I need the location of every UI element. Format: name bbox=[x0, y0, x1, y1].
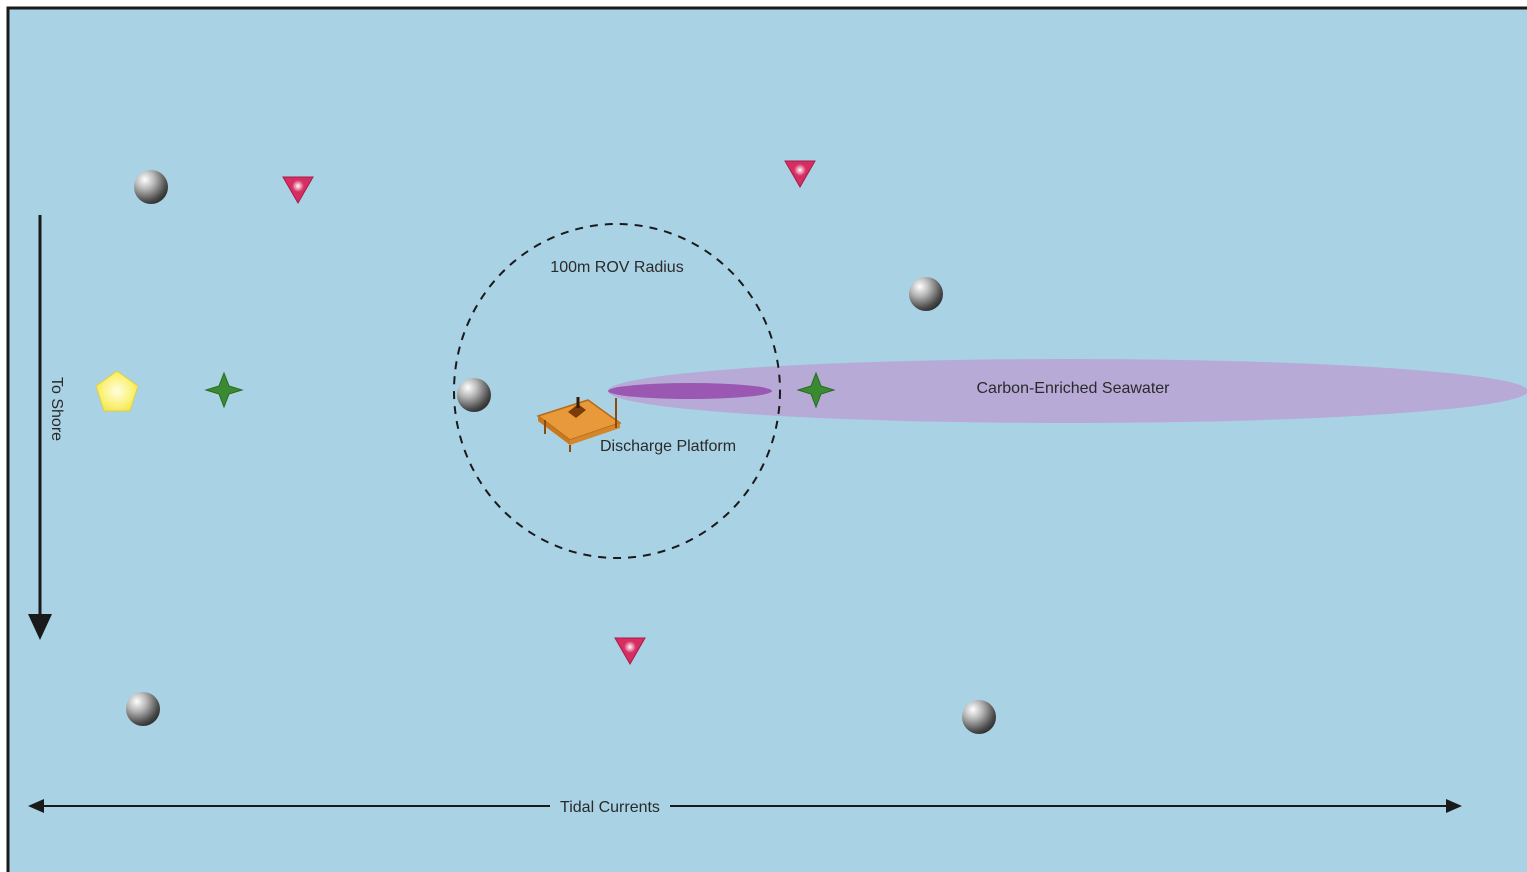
tidal-right-arrowhead bbox=[1446, 799, 1462, 813]
sphere-marker-icon bbox=[909, 277, 943, 311]
tidal-currents-label: Tidal Currents bbox=[560, 799, 660, 816]
to-shore-arrowhead bbox=[28, 614, 52, 640]
sphere-marker-icon bbox=[457, 378, 491, 412]
sphere-markers bbox=[126, 170, 996, 734]
four-point-star-marker-icon bbox=[204, 371, 244, 409]
discharge-platform-label: Discharge Platform bbox=[600, 438, 736, 455]
sphere-marker-icon bbox=[134, 170, 168, 204]
plume-core bbox=[608, 383, 772, 399]
plume-label: Carbon-Enriched Seawater bbox=[977, 380, 1171, 397]
tidal-label-gap bbox=[553, 796, 667, 816]
sea-background bbox=[8, 8, 1527, 872]
frame-border bbox=[6, 6, 1527, 872]
pentagon-marker-icon bbox=[95, 370, 139, 412]
carbon-plume bbox=[608, 359, 1527, 423]
rov-radius-label: 100m ROV Radius bbox=[550, 259, 683, 276]
inverted-triangle-marker-icon bbox=[282, 176, 314, 205]
sphere-marker-icon bbox=[126, 692, 160, 726]
inverted-triangle-marker-icon bbox=[784, 160, 816, 189]
cross-markers bbox=[204, 371, 836, 409]
four-point-star-marker-icon bbox=[796, 371, 836, 409]
rov-radius-circle bbox=[453, 223, 781, 559]
plume-outer bbox=[608, 359, 1527, 423]
to-shore-label: To Shore bbox=[48, 377, 65, 441]
inverted-triangle-marker-icon bbox=[614, 637, 646, 666]
discharge-platform-icon bbox=[536, 397, 622, 452]
sphere-marker-icon bbox=[962, 700, 996, 734]
tidal-left-arrowhead bbox=[28, 799, 44, 813]
triangle-markers bbox=[282, 160, 816, 666]
